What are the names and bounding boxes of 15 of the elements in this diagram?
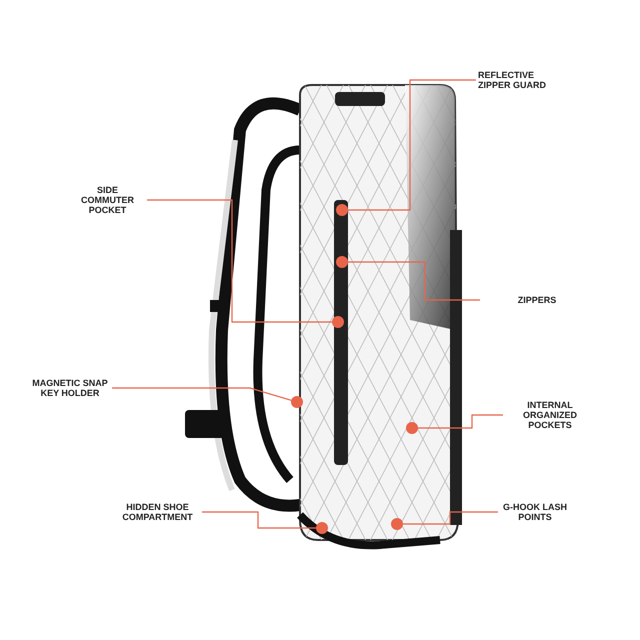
leader-line	[202, 511, 316, 529]
callout-label: G-HOOK LASH POINTS	[500, 502, 570, 522]
callout-label: MAGNETIC SNAP KEY HOLDER	[30, 378, 110, 398]
leader-line	[418, 414, 503, 429]
callout-label: REFLECTIVE ZIPPER GUARD	[478, 70, 568, 90]
leader-line	[112, 387, 292, 401]
leader-line	[403, 511, 498, 525]
callout-label: HIDDEN SHOE COMPARTMENT	[115, 502, 200, 522]
leader-line	[147, 199, 332, 323]
callout-label: ZIPPERS	[482, 295, 592, 305]
callout-label: SIDE COMMUTER POCKET	[70, 185, 145, 215]
leader-line	[348, 79, 476, 211]
callout-dot	[291, 396, 303, 408]
leader-line	[348, 261, 480, 301]
callout-label: INTERNAL ORGANIZED POCKETS	[505, 400, 595, 430]
